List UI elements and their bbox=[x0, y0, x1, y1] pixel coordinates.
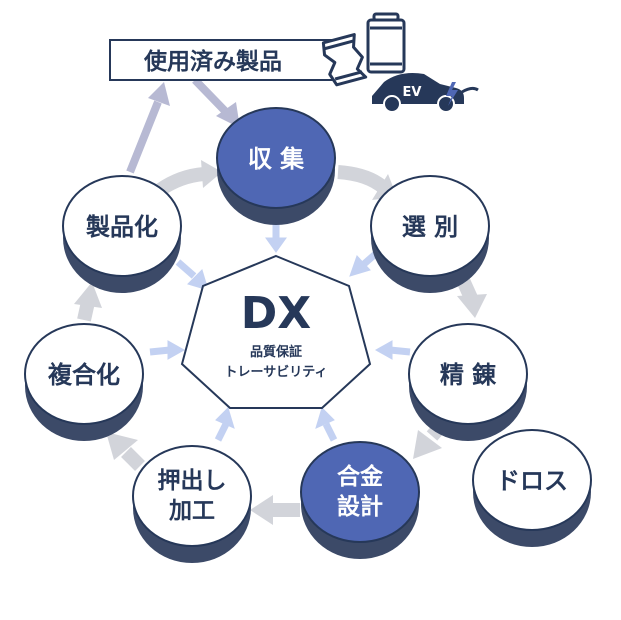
dx-line-quality: 品質保証 bbox=[250, 344, 302, 360]
arrow-alloy-to-extrusion-head bbox=[250, 495, 273, 525]
node-extrusion: 押出し 加工 bbox=[132, 445, 252, 563]
node-refining: 精 錬 bbox=[408, 323, 528, 441]
node-composite-label: 複合化 bbox=[48, 361, 120, 389]
arrow-used-to-collection bbox=[192, 77, 229, 115]
node-alloy-design-line2: 設計 bbox=[337, 493, 383, 520]
lightning-icon bbox=[446, 82, 458, 106]
node-productization: 製品化 bbox=[62, 175, 182, 293]
node-productization-label: 製品化 bbox=[86, 213, 158, 241]
node-extrusion-line2: 加工 bbox=[168, 498, 215, 524]
node-dross: ドロス bbox=[472, 429, 592, 547]
dx-line-traceability: トレーサビリティ bbox=[225, 364, 328, 380]
arrow-collection-to-dx bbox=[265, 237, 287, 253]
product-flow-arrows bbox=[126, 77, 240, 174]
node-sorting: 選 別 bbox=[370, 175, 490, 293]
node-composite: 複合化 bbox=[24, 323, 144, 441]
arrow-extrusion-to-composite bbox=[121, 447, 145, 471]
used-products-label: 使用済み製品 bbox=[143, 48, 282, 75]
arrow-alloy-to-dx bbox=[315, 407, 335, 429]
crushed-can-icon bbox=[321, 33, 368, 87]
dx-title: DX bbox=[241, 288, 312, 339]
arrow-extrusion-to-composite-head bbox=[106, 432, 138, 460]
arrow-refining-to-alloy-head bbox=[413, 430, 442, 459]
node-refining-label: 精 錬 bbox=[440, 361, 497, 389]
dx-center: DX 品質保証 トレーサビリティ bbox=[180, 254, 372, 409]
arrow-productization-to-collection-head bbox=[201, 160, 222, 188]
arrow-productization-to-used bbox=[126, 100, 162, 174]
node-collection: 収 集 bbox=[216, 107, 336, 225]
node-alloy-design-line1: 合金 bbox=[337, 463, 384, 490]
arrow-composite-to-productization-head bbox=[74, 282, 102, 308]
used-products: 使用済み製品 bbox=[109, 39, 341, 81]
node-extrusion-line1: 押出し bbox=[158, 468, 227, 494]
arrow-used-to-collection-head bbox=[216, 102, 240, 128]
node-dross-label: ドロス bbox=[496, 467, 568, 495]
arrow-collection-to-sorting bbox=[337, 165, 389, 194]
dx-heptagon bbox=[180, 254, 372, 409]
arrow-productization-to-collection bbox=[155, 167, 205, 196]
arrow-refining-to-dx bbox=[374, 340, 393, 360]
node-collection-label: 収 集 bbox=[248, 145, 305, 173]
node-alloy-design: 合金 設計 bbox=[300, 441, 420, 559]
ev-badge-text: EV bbox=[403, 85, 422, 100]
ev-car-icon: EV bbox=[372, 73, 479, 113]
arrow-productization-to-used-head bbox=[148, 82, 170, 106]
can-icon bbox=[366, 12, 406, 74]
arrow-composite-to-dx bbox=[167, 340, 186, 360]
arrow-sorting-to-refining-head bbox=[457, 294, 487, 318]
used-products-box bbox=[109, 39, 341, 81]
arrow-sorting-to-dx bbox=[349, 255, 371, 277]
arrow-extrusion-to-dx bbox=[215, 407, 235, 429]
node-sorting-label: 選 別 bbox=[402, 213, 458, 241]
